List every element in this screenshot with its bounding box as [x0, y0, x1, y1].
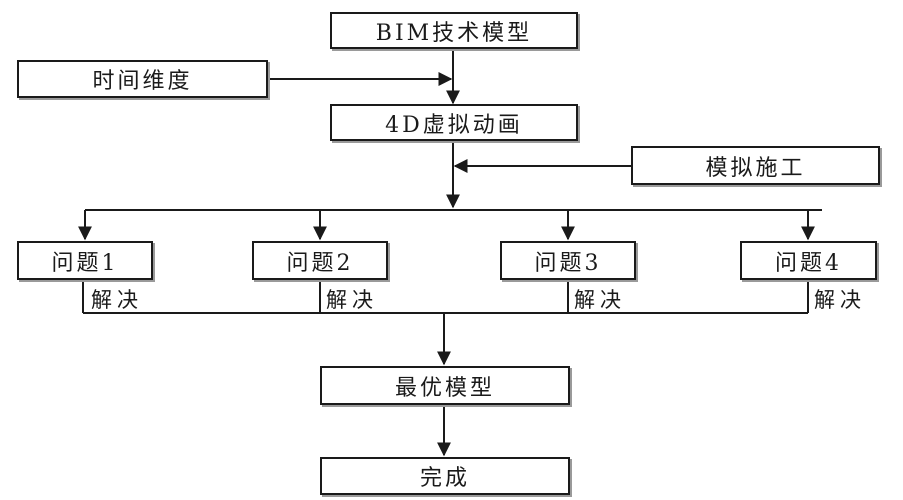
- bim-model-node: BIM技术模型: [330, 12, 578, 49]
- solve-label-4: 解决: [814, 288, 866, 312]
- best-model-node: 最优模型: [320, 366, 570, 405]
- problem-4-node: 问题4: [740, 241, 877, 280]
- 4d-animation-node: 4D虚拟动画: [330, 104, 578, 141]
- simulate-construction-node: 模拟施工: [631, 146, 880, 185]
- problem-1-node: 问题1: [17, 241, 153, 280]
- problem-3-node: 问题3: [500, 241, 636, 280]
- time-dimension-node: 时间维度: [17, 60, 268, 98]
- solve-label-2: 解决: [326, 288, 378, 312]
- solve-label-1: 解决: [91, 288, 143, 312]
- solve-label-3: 解决: [574, 288, 626, 312]
- done-node: 完成: [320, 457, 570, 495]
- problem-2-node: 问题2: [252, 241, 388, 280]
